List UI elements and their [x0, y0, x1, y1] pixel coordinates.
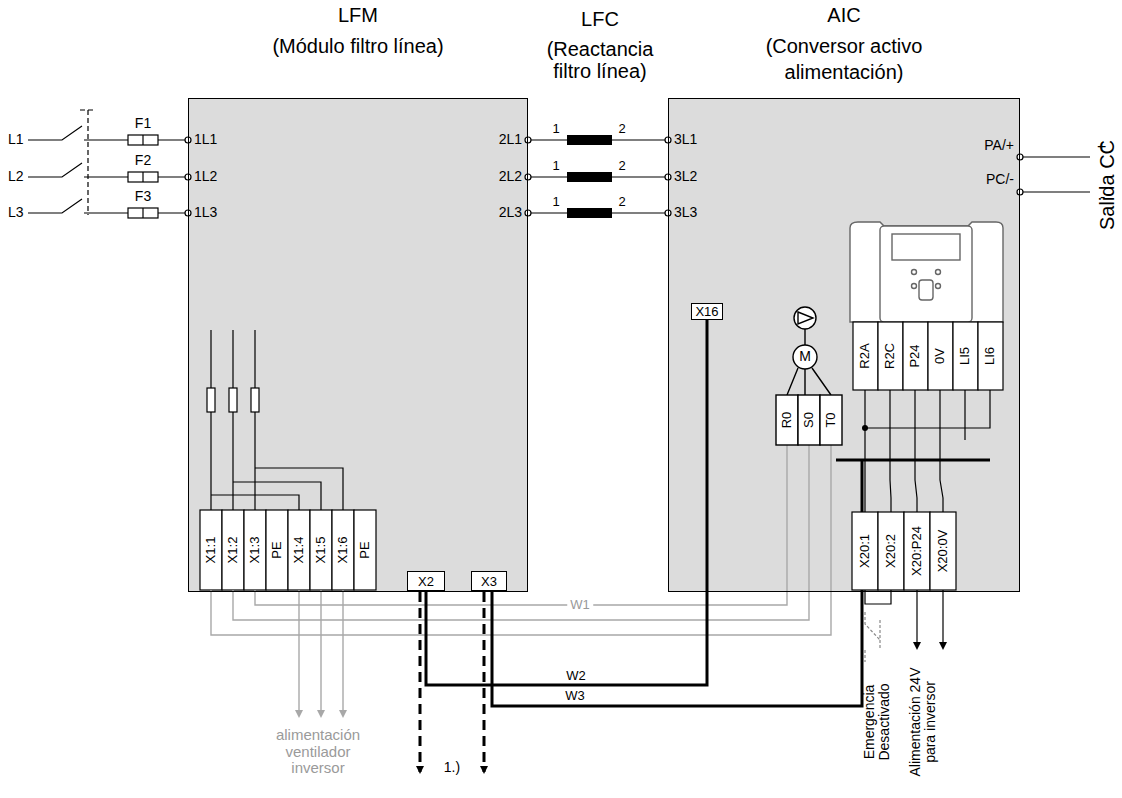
cable-name: W2 — [563, 669, 589, 683]
terminal-name: X20:1 — [858, 534, 872, 568]
note-text: Alimentación 24V para inversor — [908, 655, 939, 790]
terminal-name: X1:1 — [204, 537, 218, 564]
terminal-name: X1:4 — [292, 537, 306, 564]
module-heading: (Módulo filtro línea) — [198, 33, 518, 59]
pin-number: 2 — [618, 195, 625, 209]
cable-name: W3 — [562, 689, 588, 703]
phase-name: L3 — [8, 205, 24, 220]
terminal-name: 3L1 — [674, 132, 697, 147]
note-text: alimentación ventilador inversor — [263, 727, 373, 777]
pin-number: 1 — [552, 159, 559, 173]
module-heading: LFM — [198, 2, 518, 28]
phase-name: L2 — [8, 169, 24, 184]
connector-box: X2 — [407, 571, 445, 591]
terminal-name: 1L1 — [194, 132, 217, 147]
connector-name: X16 — [695, 305, 718, 318]
terminal-name: LI6 — [983, 347, 997, 365]
connector-box: X3 — [471, 571, 507, 591]
terminal-name: R2C — [883, 343, 897, 369]
note-text: Emergencia Desactivado — [862, 662, 893, 782]
terminal-name: 1L3 — [194, 205, 217, 220]
connector-name: X3 — [481, 575, 497, 588]
cable-connector — [426, 320, 707, 685]
connector-box: X16 — [691, 303, 723, 320]
terminal-name: X20:P24 — [910, 526, 924, 576]
terminal-name: X1:5 — [314, 537, 328, 564]
terminal-name: 3L2 — [674, 169, 697, 184]
terminal-name: S0 — [802, 412, 816, 428]
motor-symbol-letter: M — [799, 349, 811, 364]
terminal-name: LI5 — [958, 347, 972, 365]
terminal-name: PE — [270, 541, 284, 558]
terminal-name: 2L2 — [499, 169, 522, 184]
terminal-name: 3L3 — [674, 205, 697, 220]
terminal-name: PE — [358, 541, 372, 558]
terminal-name: 1L2 — [194, 169, 217, 184]
terminal-name: X20:2 — [884, 534, 898, 568]
terminal-name: P24 — [908, 344, 922, 367]
module-box: AIC(Conversor activo alimentación)X16 — [668, 98, 1020, 592]
module-heading: (Conversor activo alimentación) — [719, 33, 969, 85]
pin-number: 2 — [618, 122, 625, 136]
terminal-name: X1:2 — [226, 537, 240, 564]
output-label: Salida CC — [1096, 140, 1118, 230]
pin-number: 1 — [552, 195, 559, 209]
terminal-name: 2L3 — [499, 205, 522, 220]
fuse-name: F2 — [135, 153, 151, 168]
module-box: LFM(Módulo filtro línea)X2X3 — [188, 98, 528, 592]
terminal-name: X1:6 — [336, 537, 350, 564]
terminal-name: 0V — [933, 348, 947, 364]
terminal-name: 2L1 — [499, 132, 522, 147]
fuse-name: F3 — [135, 189, 151, 204]
module-heading: AIC — [719, 2, 969, 28]
terminal-name: X20:0V — [936, 530, 950, 573]
part-name: LFC — [581, 8, 619, 30]
terminal-name: R0 — [780, 412, 794, 429]
terminal-name: X1:3 — [248, 537, 262, 564]
pin-number: 2 — [618, 159, 625, 173]
terminal-name: T0 — [824, 412, 838, 427]
terminal-name: PC/- — [986, 172, 1014, 187]
fuse-name: F1 — [135, 116, 151, 131]
terminal-name: PA/+ — [984, 138, 1014, 153]
terminal-name: R2A — [858, 343, 872, 368]
pin-number: 1 — [552, 122, 559, 136]
callout-number: 1.) — [444, 760, 460, 775]
connector-name: X2 — [418, 575, 434, 588]
part-name: (Reactancia filtro línea) — [525, 38, 675, 82]
cable-name: W1 — [567, 598, 593, 612]
phase-name: L1 — [8, 132, 24, 147]
